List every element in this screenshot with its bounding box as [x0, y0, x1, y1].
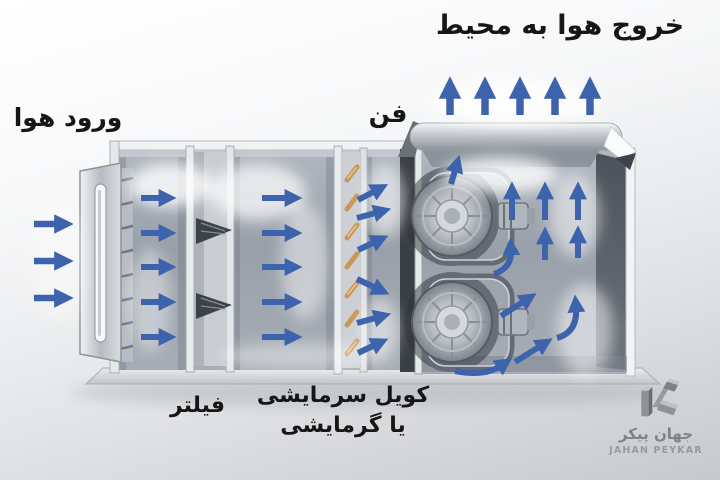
brand-name-latin: JAHAN PEYKAR: [609, 445, 703, 456]
arrows-section-b: [262, 189, 303, 346]
fan-chamber-right-edge: [625, 147, 636, 377]
label-air-outlet: خروج هوا به محیط: [435, 10, 685, 41]
flow-arrow: [492, 237, 521, 277]
flow-arrow: [454, 357, 513, 376]
flow-arrow: [513, 338, 553, 365]
arrows-exit: [438, 76, 602, 115]
label-coil-line2: یا گرمایشی: [280, 412, 406, 438]
flow-arrow: [356, 338, 389, 356]
unit-ceiling-shade: [116, 150, 404, 157]
label-filter: فیلتر: [169, 393, 226, 418]
brand-logo: جهان پیکر JAHAN PEYKAR: [598, 376, 714, 456]
arrows-section-a: [141, 189, 177, 346]
brand-logo-mark: [641, 378, 680, 417]
arrows-inlet: [34, 214, 74, 308]
arrows-after-coil: [355, 184, 392, 356]
arrows-fan-chamber: [445, 154, 587, 376]
flow-arrow: [356, 235, 389, 253]
flow-arrow: [556, 294, 586, 341]
label-fan: فن: [368, 99, 408, 128]
flow-arrow: [445, 154, 464, 185]
label-coil: کویل سرمایشی یا گرمایشی: [248, 381, 438, 440]
flow-arrow: [356, 309, 392, 328]
flow-arrow: [499, 293, 537, 319]
inlet-damper-panel: [79, 162, 122, 363]
label-coil-line1: کویل سرمایشی: [256, 383, 430, 408]
outlet-hood: [398, 121, 637, 170]
airflow-arrows: [34, 76, 602, 376]
label-air-inlet: ورود هوا: [13, 103, 123, 132]
flow-arrow: [356, 204, 392, 223]
flow-arrow: [355, 276, 390, 295]
flow-arrow: [356, 184, 389, 203]
coil-section: [333, 145, 368, 375]
brand-name-farsi: جهان پیکر: [618, 425, 694, 443]
